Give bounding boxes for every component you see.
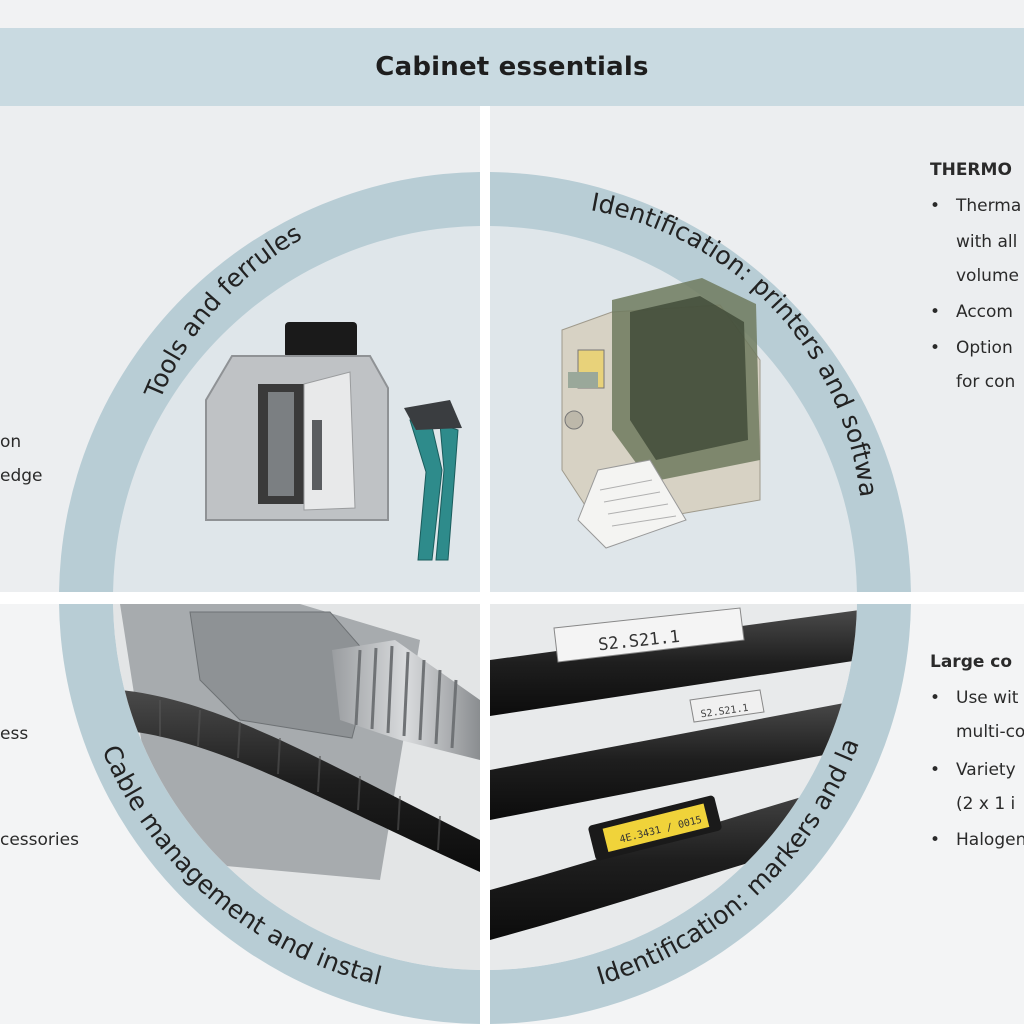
- right-bottom-bullet-3: •: [930, 830, 941, 850]
- right-bottom-b1-line2: multi-co: [956, 722, 1024, 742]
- page-title: Cabinet essentials: [375, 52, 649, 82]
- right-bottom-b2-line2: (2 x 1 i: [956, 794, 1016, 814]
- left-text-line-1: on: [0, 432, 22, 452]
- right-top-bullet-3: •: [930, 338, 941, 358]
- crimping-machine-image: [205, 322, 389, 521]
- right-bottom-bullet-1: •: [930, 688, 941, 708]
- left-text-line-3: ess: [0, 724, 29, 744]
- crimping-pliers-image: [404, 400, 462, 561]
- right-top-b3-line2: for con: [956, 372, 1016, 392]
- right-top-b2: Accom: [956, 302, 1013, 322]
- right-top-bullet-1: •: [930, 196, 941, 216]
- right-top-b3-line1: Option: [956, 338, 1013, 358]
- right-bottom-b3: Halogen: [956, 830, 1024, 850]
- right-bottom-b1-line1: Use wit: [956, 688, 1019, 708]
- horizontal-divider: [0, 592, 1024, 604]
- right-top-b1-line3: volume: [956, 266, 1019, 286]
- cable-markers-image: [490, 604, 857, 970]
- right-top-heading: THERMO: [930, 160, 1012, 180]
- right-bottom-b2-line1: Variety: [956, 760, 1016, 780]
- right-top-b1-line2: with all: [956, 232, 1018, 252]
- left-text-line-4: cessories: [0, 830, 79, 850]
- right-bottom-heading: Large co: [930, 652, 1013, 672]
- header-band: [0, 28, 1024, 106]
- label-printer-image: [561, 278, 761, 549]
- right-top-bullet-2: •: [930, 302, 941, 322]
- right-bottom-bullet-2: •: [930, 760, 941, 780]
- left-text-line-2: edge: [0, 466, 43, 486]
- right-top-b1-line1: Therma: [956, 196, 1022, 216]
- vertical-divider: [480, 106, 490, 1024]
